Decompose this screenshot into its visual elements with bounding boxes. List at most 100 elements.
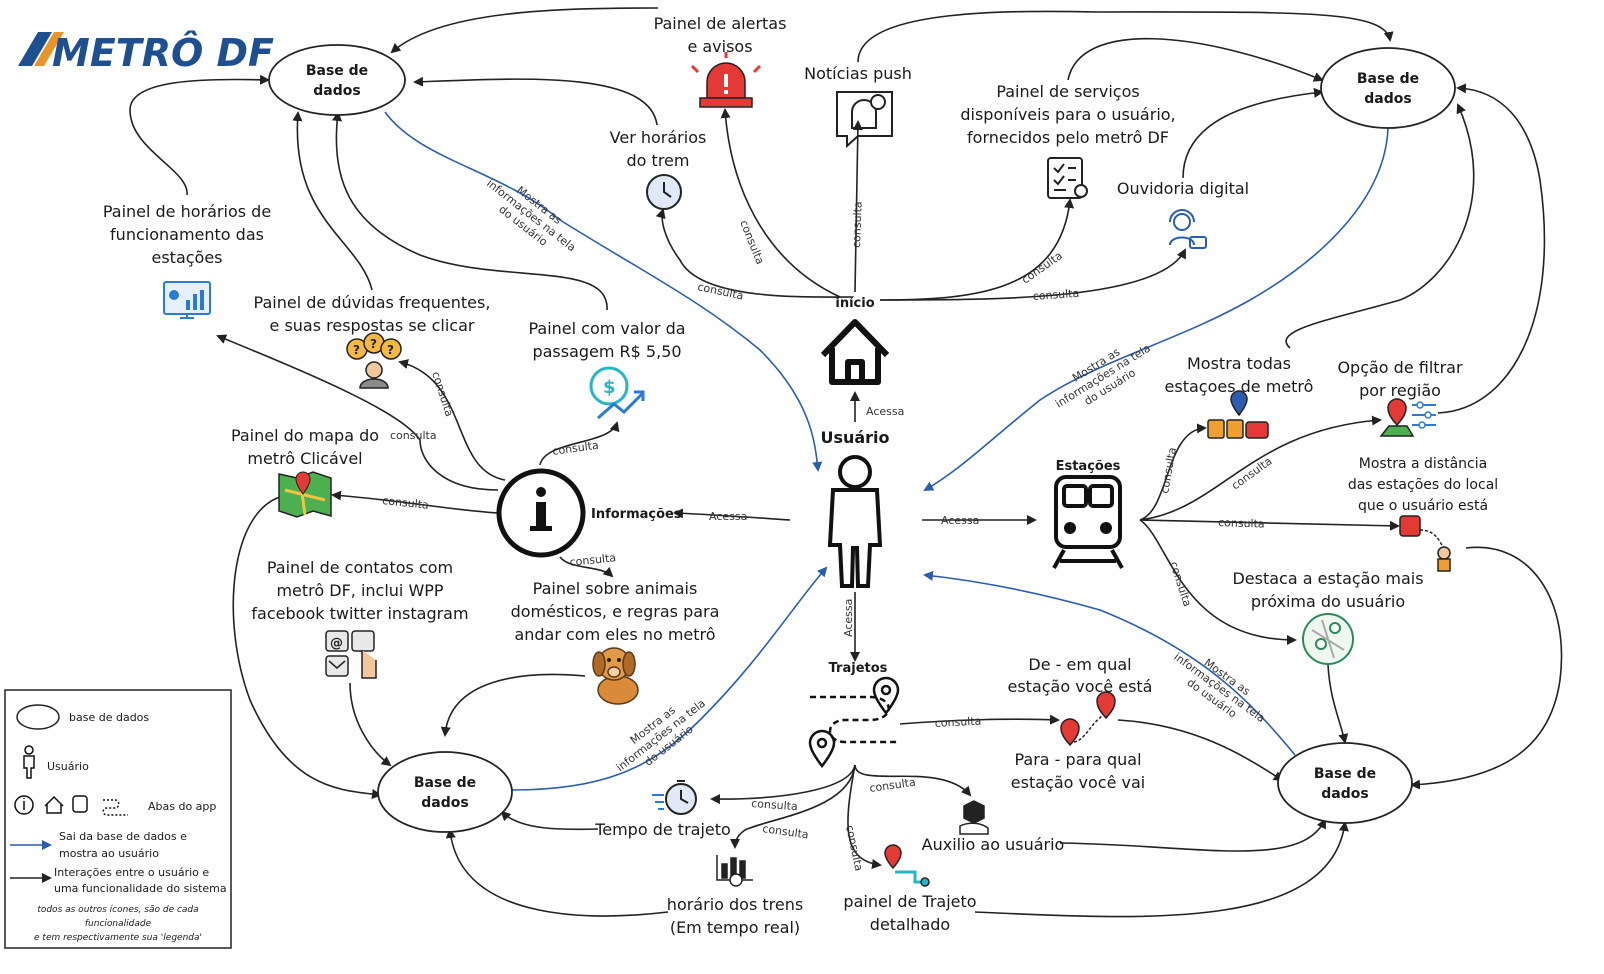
feature-servicos: Painel de serviços disponíveis para o us… <box>960 82 1176 199</box>
train-icon <box>1052 475 1124 569</box>
svg-text:Mostra a distância: Mostra a distância <box>1359 456 1487 472</box>
edge-consulta-de-para: consulta <box>934 715 981 730</box>
feature-de: De - em qual estação você está <box>1008 655 1153 747</box>
svg-text:Base de: Base de <box>306 63 368 79</box>
edge-acessa-inicio: Acessa <box>866 405 904 418</box>
question-person-icon: ? ? ? <box>346 332 402 389</box>
info-icon <box>496 468 586 558</box>
database-top-right: Base de dados <box>1320 47 1456 129</box>
clock-icon <box>646 174 682 210</box>
svg-text:dados: dados <box>313 83 360 99</box>
edge-consulta-tempo: consulta <box>751 797 798 813</box>
hub-informacoes[interactable]: Informações <box>496 468 682 558</box>
edge-consulta-horarios-trem: consulta <box>696 280 744 302</box>
svg-text:Base de: Base de <box>1357 71 1419 87</box>
feature-horarios-estacoes: Painel de horários de funcionamento das … <box>103 202 271 319</box>
database-bottom-left: Base de dados <box>377 751 513 833</box>
edge-consulta-horarios-estacoes: consulta <box>390 429 437 442</box>
svg-text:metrô Clicável: metrô Clicável <box>247 449 362 468</box>
svg-text:?: ? <box>387 343 394 357</box>
edge-mostra-db1: Mostra as informações na tela do usuário <box>484 177 578 255</box>
edge-consulta-duvidas: consulta <box>429 370 456 418</box>
schedule-chart-icon <box>716 855 753 887</box>
svg-text:Painel de contatos com: Painel de contatos com <box>267 558 453 577</box>
svg-text:Base de: Base de <box>1314 766 1376 782</box>
svg-text:e avisos: e avisos <box>687 37 752 56</box>
edge-consulta-alertas: consulta <box>737 218 766 266</box>
monitor-chart-icon <box>163 281 211 319</box>
svg-text:horário dos trens: horário dos trens <box>667 895 803 914</box>
svg-text:Mostra todas: Mostra todas <box>1187 354 1291 373</box>
connections-blue <box>384 111 1389 791</box>
svg-text:Ver horários: Ver horários <box>610 128 707 147</box>
hub-estacoes[interactable]: Estações <box>1052 459 1124 569</box>
edge-consulta-trajeto-detalhado: consulta <box>843 824 865 872</box>
svg-text:que o usuário está: que o usuário está <box>1358 498 1488 514</box>
svg-text:?: ? <box>370 337 377 351</box>
svg-text:Painel de dúvidas frequentes,: Painel de dúvidas frequentes, <box>254 293 491 312</box>
feature-trajeto-detalhado: painel de Trajeto detalhado <box>843 844 977 934</box>
home-icon <box>820 319 890 385</box>
legend-db-label: base de dados <box>69 711 149 724</box>
legend-person-icon <box>23 745 35 779</box>
person-icon <box>827 455 883 588</box>
feature-todas-estacoes: Mostra todas estaçoes de metrô <box>1165 354 1314 439</box>
feature-para: Para - para qual estação você vai <box>1011 750 1145 792</box>
svg-text:@: @ <box>330 636 343 651</box>
help-box-icon <box>959 800 989 835</box>
svg-text:andar com eles no metrô: andar com eles no metrô <box>514 625 715 644</box>
feature-alertas: Painel de alertas e avisos <box>654 14 787 108</box>
svg-text:detalhado: detalhado <box>870 915 950 934</box>
hub-inicio[interactable]: início <box>820 296 890 385</box>
feature-horario-trens: horário dos trens (Em tempo real) <box>667 855 803 937</box>
contact-icon: @ <box>325 630 377 679</box>
edge-acessa-info: Acessa <box>709 510 747 523</box>
svg-text:De - em qual: De - em qual <box>1028 655 1131 674</box>
filter-location-icon <box>1379 398 1436 437</box>
train-stations-icon <box>1207 390 1269 439</box>
svg-text:Tempo de trajeto: Tempo de trajeto <box>594 820 731 839</box>
feature-contatos: Painel de contatos com metrô DF, inclui … <box>251 558 469 679</box>
svg-text:Painel de alertas: Painel de alertas <box>654 14 787 33</box>
checklist-icon <box>1047 157 1088 199</box>
map-pin-icon <box>278 471 332 518</box>
svg-text:?: ? <box>353 343 360 357</box>
svg-text:Base de: Base de <box>414 775 476 791</box>
legend-tab-icons <box>14 795 128 816</box>
svg-text:dados: dados <box>1364 91 1411 107</box>
svg-text:metrô DF, inclui WPP: metrô DF, inclui WPP <box>276 581 443 600</box>
feature-valor: Painel com valor da passagem R$ 5,50 $ <box>528 319 686 420</box>
hub-inicio-label: início <box>835 296 874 311</box>
legend-blue-line1: Sai da base de dados e <box>59 830 187 843</box>
headset-support-icon <box>1169 209 1207 249</box>
svg-text:facebook twitter instagram: facebook twitter instagram <box>251 604 468 623</box>
distance-icon <box>1399 515 1451 572</box>
hub-trajetos-label: Trajetos <box>829 661 888 676</box>
route-icon <box>808 676 900 769</box>
feature-auxilio: Auxilio ao usuário <box>922 800 1065 854</box>
svg-text:estaçoes de metrô: estaçoes de metrô <box>1165 377 1314 396</box>
svg-text:Destaca a estação mais: Destaca a estação mais <box>1232 569 1423 588</box>
feature-noticias: Notícias push <box>804 64 912 149</box>
svg-text:Auxilio ao usuário: Auxilio ao usuário <box>922 835 1065 854</box>
edge-consulta-distancia: consulta <box>1218 516 1265 531</box>
svg-text:domésticos, e regras para: domésticos, e regras para <box>511 602 720 621</box>
svg-text:estação você está: estação você está <box>1008 677 1153 696</box>
hub-informacoes-label: Informações <box>591 507 682 522</box>
hub-trajetos[interactable]: Trajetos <box>808 661 900 769</box>
svg-text:por região: por região <box>1359 381 1441 400</box>
svg-text:dados: dados <box>421 795 468 811</box>
connections-black <box>129 7 1563 918</box>
legend-note-line3: e tem respectivamente sua 'legenda' <box>34 933 202 943</box>
svg-text:fornecidos pelo metrô DF: fornecidos pelo metrô DF <box>967 128 1169 147</box>
svg-text:Para - para qual: Para - para qual <box>1014 750 1141 769</box>
edge-consulta-auxilio: consulta <box>869 776 917 795</box>
svg-text:funcionamento das: funcionamento das <box>110 225 264 244</box>
bell-notification-icon <box>836 91 893 149</box>
edge-consulta-todas: consulta <box>1158 446 1179 494</box>
svg-text:Painel sobre animais: Painel sobre animais <box>533 579 698 598</box>
feature-distancia: Mostra a distância das estações do local… <box>1348 456 1498 572</box>
svg-text:dados: dados <box>1321 786 1368 802</box>
feature-duvidas: Painel de dúvidas frequentes, e suas res… <box>254 293 491 389</box>
